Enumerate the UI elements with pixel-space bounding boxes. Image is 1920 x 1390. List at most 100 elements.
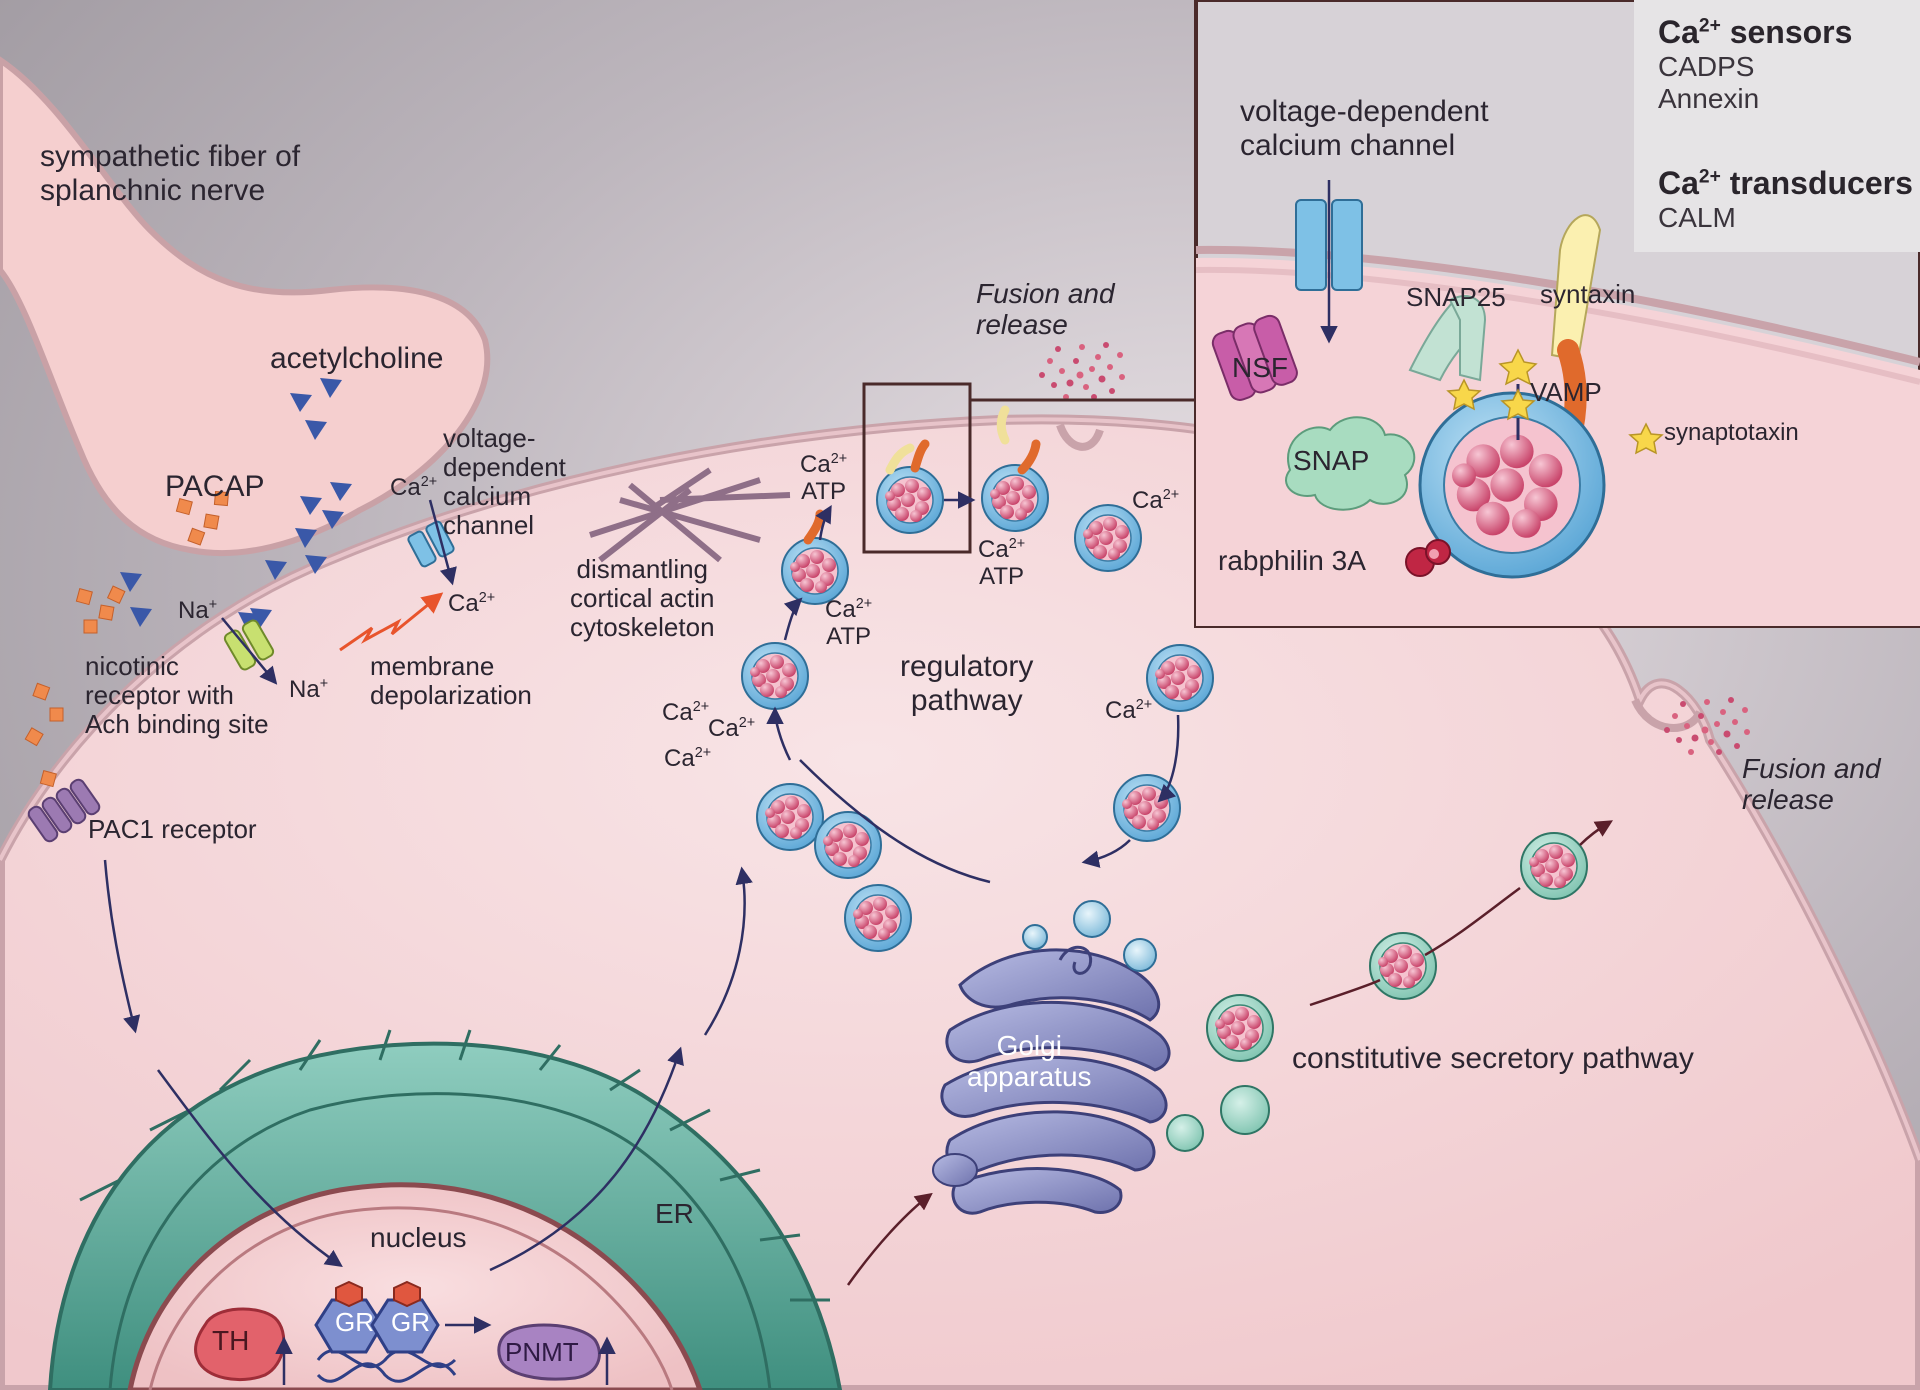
fusion-pit-top — [1056, 423, 1104, 451]
snap25-label: SNAP25 — [1406, 282, 1506, 312]
atp-text: ATP — [826, 622, 871, 650]
small-vesicle — [1022, 924, 1048, 950]
ca-charge: 2+ — [694, 745, 712, 761]
ca-symbol: Ca — [1132, 487, 1163, 514]
vamp-label: VAMP — [1530, 377, 1602, 407]
gr-hexagon — [314, 1298, 384, 1354]
na-charge: + — [208, 597, 218, 613]
inset-vdcc-line1: voltage-dependent — [1240, 95, 1489, 128]
transducers-title: Ca2+ transducers — [1658, 165, 1913, 202]
constitutive-arrow — [1424, 886, 1521, 957]
regulatory-arrow-right — [1157, 714, 1180, 803]
ca-charge: 2+ — [1162, 487, 1180, 503]
pacap-molecules — [24, 490, 230, 788]
membrane-dep-line2: depolarization — [370, 680, 532, 711]
secretory-vesicle — [845, 885, 911, 951]
sensors-title-charge: 2+ — [1698, 15, 1721, 37]
transducers-title-charge: 2+ — [1698, 166, 1721, 188]
pac1-receptor-label: PAC1 receptor — [88, 814, 257, 844]
th-protein — [194, 1307, 286, 1382]
constitutive-vesicle — [1370, 933, 1436, 999]
sensor-item-cadps: CADPS — [1658, 51, 1755, 82]
ca-charge: 2+ — [1008, 536, 1026, 552]
legend-box: Ca2+ sensors CADPS Annexin Ca2+ transduc… — [1634, 0, 1920, 252]
vdcc-line2: dependent — [443, 452, 566, 483]
secretory-vesicle — [742, 643, 808, 709]
er-to-golgi-arrow — [846, 1192, 933, 1286]
na-charge: + — [319, 676, 329, 692]
ca-ion-label: Ca2+ — [448, 590, 496, 618]
secretory-vesicle — [757, 784, 823, 850]
ca-symbol: Ca — [390, 474, 421, 501]
nicotinic-line2: receptor with — [85, 680, 234, 711]
atp-text: ATP — [979, 562, 1024, 590]
glucocorticoid-marker — [335, 1280, 363, 1308]
er-to-vesicles-arrow — [703, 866, 753, 1036]
regulatory-pathway-label: regulatory pathway — [900, 650, 1033, 717]
vdcc-line3: calcium — [443, 481, 532, 512]
ca-influx-arrow — [428, 499, 457, 586]
pnmt-protein — [497, 1323, 601, 1381]
vesicle-up-arrow — [783, 597, 803, 641]
actin-filaments — [589, 467, 791, 563]
golgi-apparatus — [932, 945, 1171, 1215]
fusion-pit-right — [1631, 698, 1704, 732]
secretory-vesicle — [1147, 645, 1213, 711]
ca-charge: 2+ — [830, 451, 848, 467]
sensors-title-rest: sensors — [1720, 14, 1853, 50]
ca-symbol: Ca — [1105, 697, 1136, 724]
fusion-line1: Fusion and — [976, 278, 1115, 309]
snap-label: SNAP — [1293, 445, 1370, 476]
ca-symbol: Ca — [800, 451, 831, 478]
nucleus-to-er-arrow — [489, 1046, 684, 1272]
actin-label: dismantling cortical actin cytoskeleton — [570, 554, 715, 642]
constitutive-arrow — [1579, 820, 1614, 846]
nsf-label: NSF — [1232, 352, 1288, 383]
ca-symbol: Ca — [825, 596, 856, 623]
ca-ion-label: Ca2+ — [708, 715, 755, 743]
atp-text: ATP — [801, 477, 846, 505]
small-vesicle — [1123, 938, 1157, 972]
glucocorticoid-marker — [393, 1280, 421, 1308]
pacap-label: PACAP — [165, 470, 265, 503]
nicotinic-receptor — [223, 619, 275, 671]
regulatory-line1: regulatory — [900, 650, 1034, 683]
ca-ion-label: Ca2+ — [390, 474, 437, 502]
acetylcholine-molecules — [120, 378, 352, 632]
small-vesicle — [1073, 900, 1111, 938]
na-influx-arrow — [221, 617, 278, 685]
vdcc-line4: channel — [443, 510, 535, 541]
secretory-vesicle — [877, 467, 943, 533]
signal-to-nucleus-arrow — [156, 1069, 343, 1267]
sensors-title: Ca2+ sensors — [1658, 14, 1852, 51]
nerve-terminal — [0, 56, 491, 557]
small-vesicle — [1166, 1114, 1204, 1152]
ca-atp-label: Ca2+ ATP — [825, 596, 873, 651]
transducers-group: Ca2+ transducers CALM — [1658, 165, 1913, 234]
fusion-release-label-right: Fusion and release — [1742, 753, 1881, 816]
regulatory-arrow-golgi — [1081, 839, 1131, 868]
synaptotaxin-label: synaptotaxin — [1664, 419, 1799, 446]
th-label: TH — [212, 1325, 250, 1356]
nuclear-envelope — [148, 1206, 674, 1390]
nicotinic-line3: Ach binding site — [85, 709, 269, 740]
small-vesicle — [1220, 1085, 1270, 1135]
ca-charge: 2+ — [855, 596, 873, 612]
ca-symbol: Ca — [978, 536, 1009, 563]
pac1-signal-arrow — [103, 859, 141, 1034]
vdcc-line1: voltage- — [443, 423, 536, 453]
fusion-line2: release — [1742, 784, 1834, 816]
golgi-line2: apparatus — [967, 1061, 1092, 1093]
pac1-receptor — [27, 778, 101, 843]
ca-charge: 2+ — [478, 590, 496, 606]
secretory-vesicle — [782, 538, 848, 604]
inset-vdcc-line2: calcium channel — [1240, 128, 1456, 162]
actin-line2: cortical actin — [570, 583, 715, 614]
constitutive-vesicle — [1521, 833, 1587, 899]
ca-ion-label: Ca2+ — [1105, 697, 1152, 725]
transducers-title-rest: transducers — [1720, 165, 1913, 201]
nucleus-label: nucleus — [370, 1222, 467, 1253]
splanchnic-nerve-line2: splanchnic nerve — [40, 173, 266, 207]
ca-symbol: Ca — [664, 745, 695, 772]
